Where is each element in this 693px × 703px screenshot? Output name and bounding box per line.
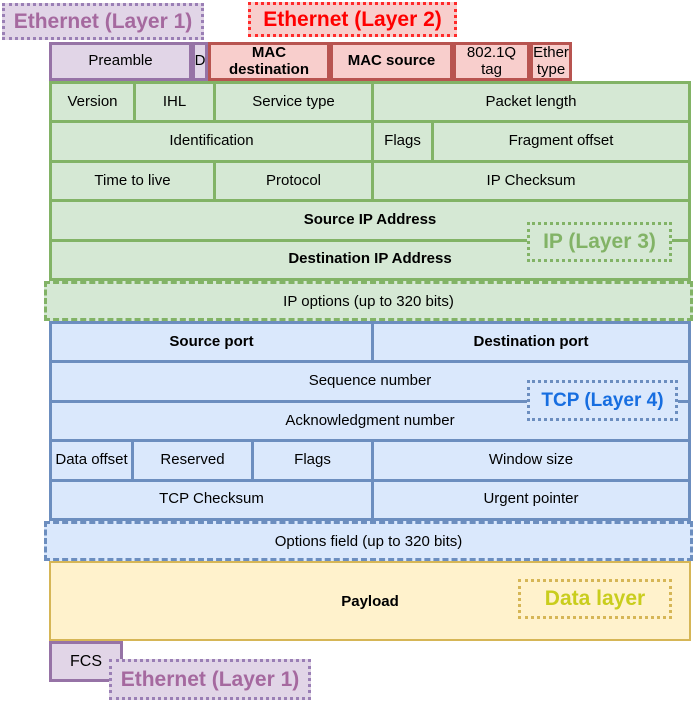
ip-row-3: Time to live Protocol IP Checksum: [52, 159, 688, 200]
field-mac-destination: MAC destination: [208, 42, 330, 81]
ip-row-5: Destination IP Address: [52, 238, 688, 278]
tcp-row-3: Acknowledgment number: [52, 399, 688, 439]
label-ethernet-layer2: Ethernet (Layer 2): [248, 2, 457, 37]
field-ip-flags: Flags: [371, 123, 431, 160]
ip-header-section: Version IHL Service type Packet length I…: [49, 81, 691, 281]
field-ether-type: Ether type: [530, 42, 572, 81]
field-version: Version: [67, 92, 118, 110]
label-ethernet-layer1-top: Ethernet (Layer 1): [2, 3, 204, 40]
field-protocol: Protocol: [213, 162, 371, 200]
field-destination-port: Destination port: [371, 324, 688, 361]
field-ip-options: IP options (up to 320 bits): [44, 281, 693, 321]
tcp-header-section: Source port Destination port Sequence nu…: [49, 321, 691, 521]
field-source-port: Source port: [169, 332, 254, 350]
tcp-row-4: Data offset Reserved Flags Window size: [52, 439, 688, 479]
tcp-row-5: TCP Checksum Urgent pointer: [52, 478, 688, 519]
field-tcp-options: Options field (up to 320 bits): [44, 521, 693, 561]
tcp-row-1: Source port Destination port: [52, 324, 688, 361]
field-vlan-tag: 802.1Q tag: [453, 42, 530, 81]
field-acknowledgment-number: Acknowledgment number: [285, 411, 455, 429]
field-time-to-live: Time to live: [94, 171, 171, 189]
field-destination-ip: Destination IP Address: [288, 250, 452, 268]
field-data-offset: Data offset: [55, 451, 128, 469]
tcp-row-2: Sequence number: [52, 360, 688, 399]
field-mac-source: MAC source: [330, 42, 453, 81]
field-ihl: IHL: [133, 84, 213, 121]
field-window-size: Window size: [371, 442, 688, 479]
ip-row-4: Source IP Address: [52, 199, 688, 238]
field-identification: Identification: [169, 132, 254, 150]
field-source-ip: Source IP Address: [303, 211, 437, 229]
field-packet-length: Packet length: [371, 84, 688, 121]
ip-row-1: Version IHL Service type Packet length: [52, 84, 688, 121]
field-reserved: Reserved: [131, 442, 251, 479]
ip-row-2: Identification Flags Fragment offset: [52, 120, 688, 160]
field-ip-checksum: IP Checksum: [371, 162, 688, 200]
label-ip-layer3: IP (Layer 3): [527, 222, 672, 262]
field-service-type: Service type: [213, 84, 371, 121]
field-preamble: Preamble: [49, 42, 192, 81]
field-fragment-offset: Fragment offset: [431, 123, 688, 160]
field-sequence-number: Sequence number: [308, 372, 432, 390]
label-data-layer: Data layer: [518, 579, 672, 619]
label-tcp-layer4: TCP (Layer 4): [527, 380, 678, 421]
label-ethernet-layer1-bottom: Ethernet (Layer 1): [109, 659, 311, 700]
field-tcp-flags: Flags: [251, 442, 371, 479]
field-tcp-checksum: TCP Checksum: [159, 490, 264, 508]
field-sfd: D: [192, 42, 208, 81]
field-urgent-pointer: Urgent pointer: [371, 481, 688, 519]
